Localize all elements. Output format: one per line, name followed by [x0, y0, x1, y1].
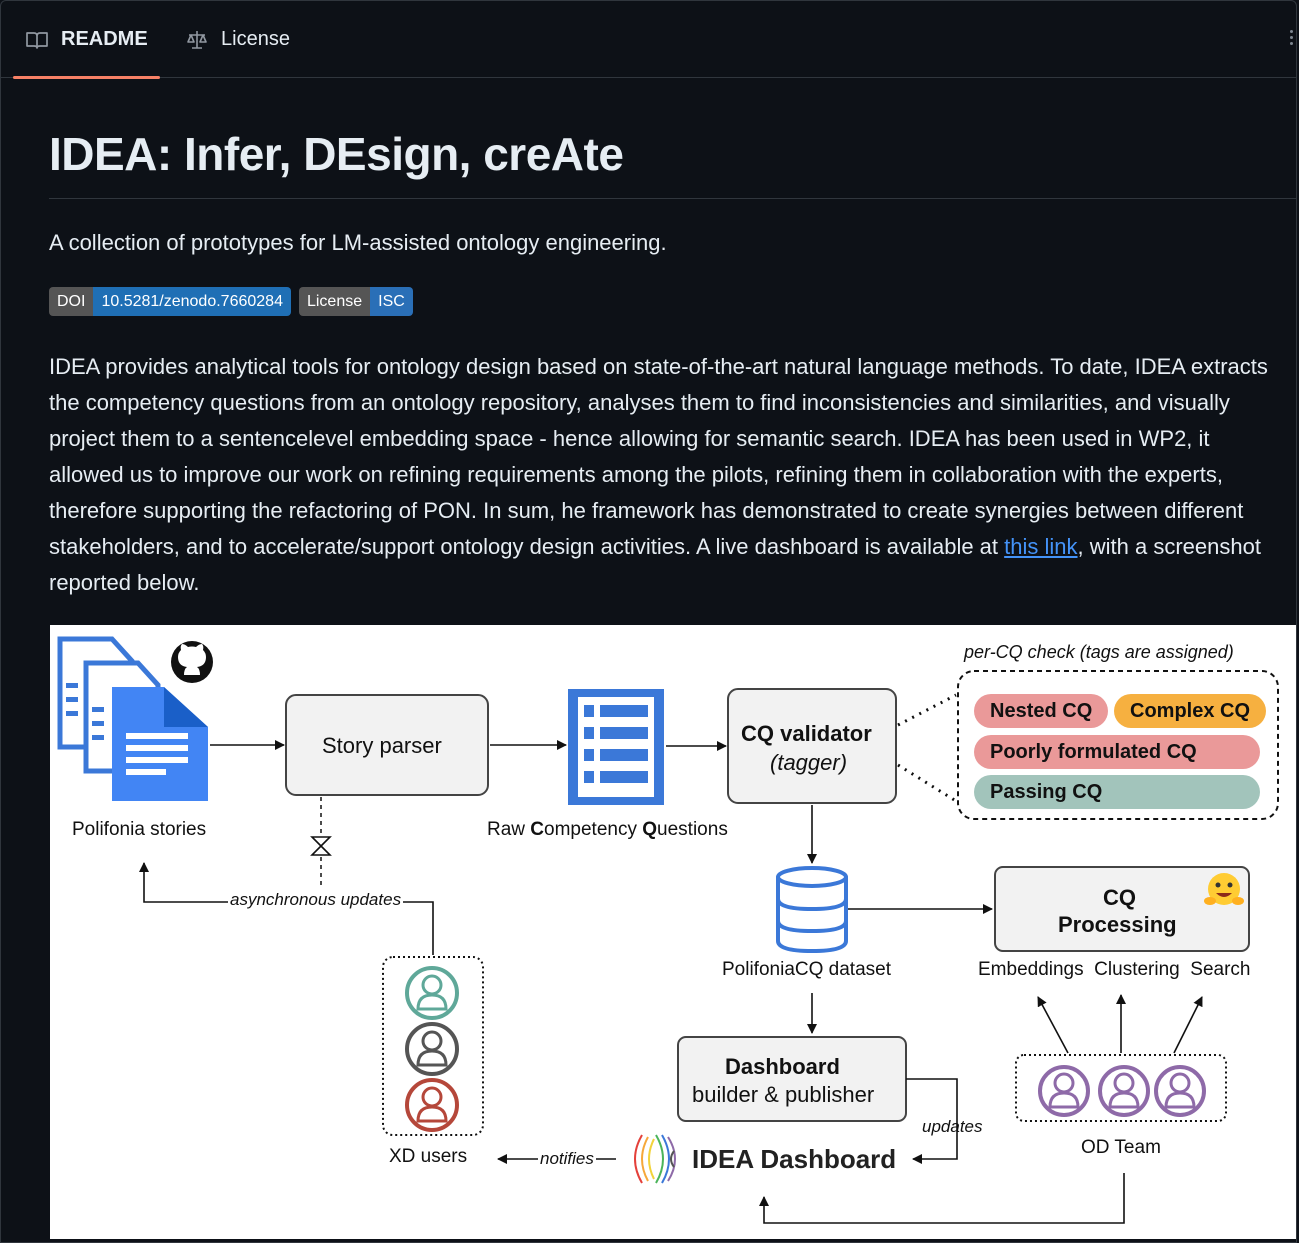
architecture-diagram: Polifonia stories Story parser Raw Compe…	[50, 625, 1296, 1239]
tag-nested-cq: Nested CQ	[974, 694, 1108, 728]
od-team-label: OD Team	[1081, 1137, 1161, 1158]
story-parser-label: Story parser	[322, 733, 442, 758]
readme-tabbar: README License	[1, 1, 1296, 79]
documents-icon	[57, 636, 208, 801]
team-icon-2	[1098, 1065, 1150, 1117]
readme-description: IDEA provides analytical tools for ontol…	[49, 349, 1289, 601]
notifies-label: notifies	[538, 1149, 596, 1169]
tag-passing-cq: Passing CQ	[974, 775, 1260, 809]
list-icon	[568, 689, 664, 805]
cq-processing-line1: CQ	[1103, 885, 1136, 910]
cq-validator-box	[727, 688, 897, 804]
more-options-icon[interactable]	[1290, 27, 1296, 51]
user-icon-2	[405, 1022, 459, 1076]
processing-features: Embeddings Clustering Search	[978, 959, 1251, 980]
tab-readme[interactable]: README	[13, 1, 160, 79]
description-text-end: , with a screenshot reported below.	[49, 534, 1261, 595]
description-text: IDEA provides analytical tools for ontol…	[49, 354, 1268, 559]
raw-cq-part-1: Raw	[487, 819, 531, 840]
title-divider	[49, 198, 1296, 199]
license-badge-label: License	[298, 287, 371, 316]
github-icon	[171, 641, 213, 683]
user-icon-3	[405, 1078, 459, 1132]
diagram-graphics	[57, 636, 1279, 1224]
updates-label: updates	[922, 1117, 983, 1136]
dataset-label: PolifoniaCQ dataset	[722, 959, 891, 980]
tab-license-label: License	[221, 28, 290, 50]
check-title: per-CQ check (tags are assigned)	[964, 642, 1234, 662]
team-icon-3	[1154, 1065, 1206, 1117]
idea-logo-icon	[634, 1134, 676, 1184]
raw-cq-part-3: ompetency	[544, 819, 643, 840]
check-connector-top	[897, 693, 957, 727]
doi-badge-label: DOI	[49, 287, 94, 316]
hourglass-icon	[310, 836, 332, 856]
tab-license[interactable]: License	[185, 1, 290, 78]
user-icon-1	[405, 966, 459, 1020]
raw-cq-part-5: uestions	[657, 819, 728, 840]
arrow-team-dashboard	[759, 1173, 1125, 1224]
doi-badge-value: 10.5281/zenodo.7660284	[93, 287, 291, 316]
tag-complex-cq: Complex CQ	[1114, 694, 1266, 728]
license-badge-value: ISC	[370, 287, 413, 316]
dashboard-builder-sub: builder & publisher	[692, 1082, 875, 1107]
stories-label: Polifonia stories	[72, 819, 207, 840]
dashboard-link[interactable]: this link	[1004, 534, 1078, 559]
async-updates-label: asynchronous updates	[228, 890, 404, 910]
check-connector-bottom	[897, 763, 957, 803]
cq-processing-line2: Processing	[1058, 912, 1177, 937]
dashboard-builder-title: Dashboard	[725, 1054, 840, 1079]
doi-badge[interactable]: DOI 10.5281/zenodo.7660284	[49, 287, 291, 316]
story-parser-box	[285, 694, 489, 796]
arrow-updates	[906, 1078, 958, 1164]
idea-dashboard-label: IDEA Dashboard	[692, 1144, 897, 1174]
raw-cq-part-2: C	[530, 819, 545, 840]
license-badge[interactable]: License ISC	[298, 287, 413, 316]
law-icon	[187, 30, 207, 49]
readme-subtitle: A collection of prototypes for LM-assist…	[49, 230, 667, 255]
xd-users-label: XD users	[389, 1146, 468, 1167]
arrow-team-search	[1173, 996, 1203, 1054]
cq-validator-title: CQ validator	[741, 721, 872, 746]
book-icon	[26, 31, 48, 49]
tag-poorly-formulated-cq: Poorly formulated CQ	[974, 735, 1260, 769]
team-icon-1	[1038, 1065, 1090, 1117]
arrow-team-embeddings	[1037, 996, 1069, 1054]
od-team-container	[1015, 1054, 1227, 1122]
readme-title: IDEA: Infer, DEsign, creAte	[49, 128, 624, 180]
database-icon	[776, 866, 848, 954]
raw-cq-label: Raw Competency Questions	[487, 819, 728, 841]
badge-row: DOI 10.5281/zenodo.7660284 License ISC	[49, 287, 413, 316]
raw-cq-part-4: Q	[642, 819, 658, 840]
xd-users-container	[382, 956, 484, 1136]
cq-processing-box	[994, 866, 1250, 952]
tab-readme-label: README	[61, 28, 148, 50]
tag-check-container	[957, 670, 1279, 820]
cq-validator-sub: (tagger)	[770, 750, 848, 775]
hugging-face-icon	[1204, 873, 1244, 905]
